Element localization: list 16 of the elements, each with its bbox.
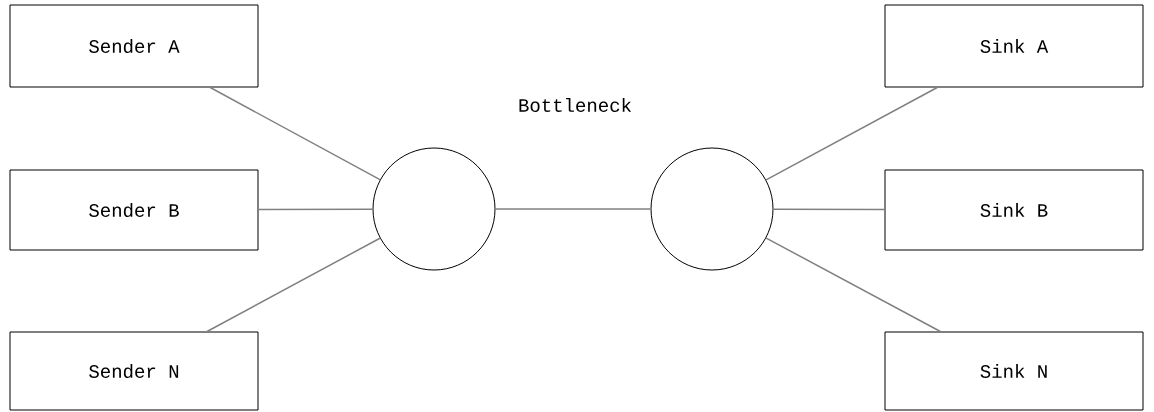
connector-line [206,237,381,333]
router-circle [650,147,774,271]
sender-box: Sender B [9,169,259,251]
connector-line [772,208,886,211]
sink-box: Sink B [884,169,1144,251]
connector-line [209,86,381,181]
connector-line [765,237,942,333]
sink-box: Sink A [884,4,1144,88]
connector-line [765,86,938,181]
router-circle [372,147,496,271]
connector-line [494,208,652,210]
sink-box: Sink N [884,331,1144,411]
connector-line [257,208,374,211]
sender-box: Sender N [9,331,259,411]
bottleneck-label: Bottleneck [519,98,632,112]
sender-box: Sender A [9,4,259,88]
